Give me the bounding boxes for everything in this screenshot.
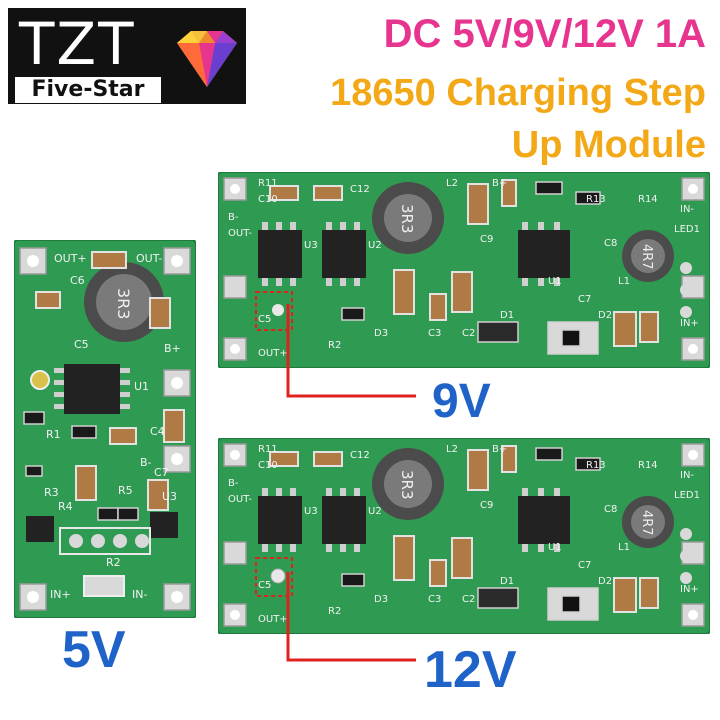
svg-text:D2: D2: [598, 310, 612, 321]
svg-text:LED1: LED1: [674, 490, 700, 501]
svg-text:D1: D1: [500, 310, 514, 321]
svg-text:L1: L1: [618, 542, 630, 553]
svg-text:U1: U1: [548, 542, 562, 553]
svg-text:IN-: IN-: [680, 470, 694, 481]
brand-logo: TZT Five-Star: [8, 8, 246, 104]
label-9v: 9V: [432, 375, 491, 428]
svg-text:D3: D3: [374, 328, 388, 339]
callout-9v-line: [286, 304, 416, 398]
svg-text:C12: C12: [350, 450, 370, 461]
svg-text:IN-: IN-: [680, 204, 694, 215]
svg-text:B-: B-: [228, 478, 239, 489]
svg-text:R3: R3: [44, 486, 59, 499]
svg-text:R11: R11: [258, 444, 278, 455]
svg-text:3R3: 3R3: [398, 204, 416, 234]
svg-text:3R3: 3R3: [114, 288, 133, 319]
svg-text:C7: C7: [154, 466, 169, 479]
title-line-3: Up Module: [511, 124, 706, 166]
svg-text:R2: R2: [328, 340, 341, 351]
svg-text:OUT+: OUT+: [54, 252, 87, 265]
svg-text:R5: R5: [118, 484, 133, 497]
svg-text:C9: C9: [480, 500, 493, 511]
svg-text:B+: B+: [492, 444, 507, 455]
svg-text:U1: U1: [134, 380, 149, 393]
svg-text:L2: L2: [446, 444, 458, 455]
svg-text:B-: B-: [228, 212, 239, 223]
svg-text:R1: R1: [46, 428, 61, 441]
svg-text:C7: C7: [578, 560, 591, 571]
callout-12v-line: [286, 572, 416, 662]
svg-text:R13: R13: [586, 460, 606, 471]
svg-text:R14: R14: [638, 194, 658, 205]
svg-text:U1: U1: [548, 276, 562, 287]
label-12v: 12V: [424, 641, 517, 699]
svg-text:C2: C2: [462, 328, 475, 339]
brand-name: TZT: [19, 10, 136, 78]
diamond-icon: [177, 31, 237, 87]
svg-text:IN+: IN+: [680, 318, 699, 329]
svg-text:C3: C3: [428, 594, 441, 605]
svg-text:L2: L2: [446, 178, 458, 189]
svg-text:OUT-: OUT-: [228, 494, 252, 505]
svg-text:C4: C4: [150, 425, 165, 438]
svg-text:IN+: IN+: [680, 584, 699, 595]
svg-text:C2: C2: [462, 594, 475, 605]
svg-text:R11: R11: [258, 178, 278, 189]
title-line-2: 18650 Charging Step: [330, 72, 706, 114]
svg-text:C8: C8: [604, 238, 617, 249]
svg-text:OUT-: OUT-: [136, 252, 162, 265]
svg-text:3R3: 3R3: [398, 470, 416, 500]
svg-text:D2: D2: [598, 576, 612, 587]
brand-subtitle: Five-Star: [15, 77, 161, 103]
svg-text:U3: U3: [304, 506, 318, 517]
svg-text:L1: L1: [618, 276, 630, 287]
svg-text:4R7: 4R7: [639, 244, 654, 270]
svg-text:C10: C10: [258, 194, 278, 205]
svg-text:D3: D3: [374, 594, 388, 605]
svg-text:U2: U2: [368, 240, 382, 251]
svg-text:IN-: IN-: [132, 588, 147, 601]
label-5v: 5V: [62, 621, 126, 679]
svg-text:4R7: 4R7: [639, 510, 654, 536]
svg-text:R4: R4: [58, 500, 73, 513]
svg-text:U3: U3: [304, 240, 318, 251]
svg-text:U2: U2: [368, 506, 382, 517]
svg-text:R2: R2: [328, 606, 341, 617]
svg-text:C8: C8: [604, 504, 617, 515]
svg-text:C9: C9: [480, 234, 493, 245]
svg-text:B+: B+: [492, 178, 507, 189]
svg-text:C10: C10: [258, 460, 278, 471]
svg-text:C7: C7: [578, 294, 591, 305]
svg-text:C5: C5: [74, 338, 89, 351]
svg-text:OUT-: OUT-: [228, 228, 252, 239]
svg-text:OUT+: OUT+: [258, 614, 288, 625]
svg-text:R13: R13: [586, 194, 606, 205]
svg-text:R14: R14: [638, 460, 658, 471]
svg-text:C6: C6: [70, 274, 85, 287]
svg-text:B+: B+: [164, 342, 181, 355]
svg-text:LED1: LED1: [674, 224, 700, 235]
svg-text:U3: U3: [162, 490, 177, 503]
svg-text:B-: B-: [140, 456, 152, 469]
title-line-1: DC 5V/9V/12V 1A: [383, 12, 706, 56]
svg-text:C3: C3: [428, 328, 441, 339]
svg-text:C5: C5: [258, 314, 271, 325]
svg-text:IN+: IN+: [50, 588, 71, 601]
svg-text:C5: C5: [258, 580, 271, 591]
svg-text:OUT+: OUT+: [258, 348, 288, 359]
svg-text:D1: D1: [500, 576, 514, 587]
svg-text:C12: C12: [350, 184, 370, 195]
svg-text:R2: R2: [106, 556, 121, 569]
